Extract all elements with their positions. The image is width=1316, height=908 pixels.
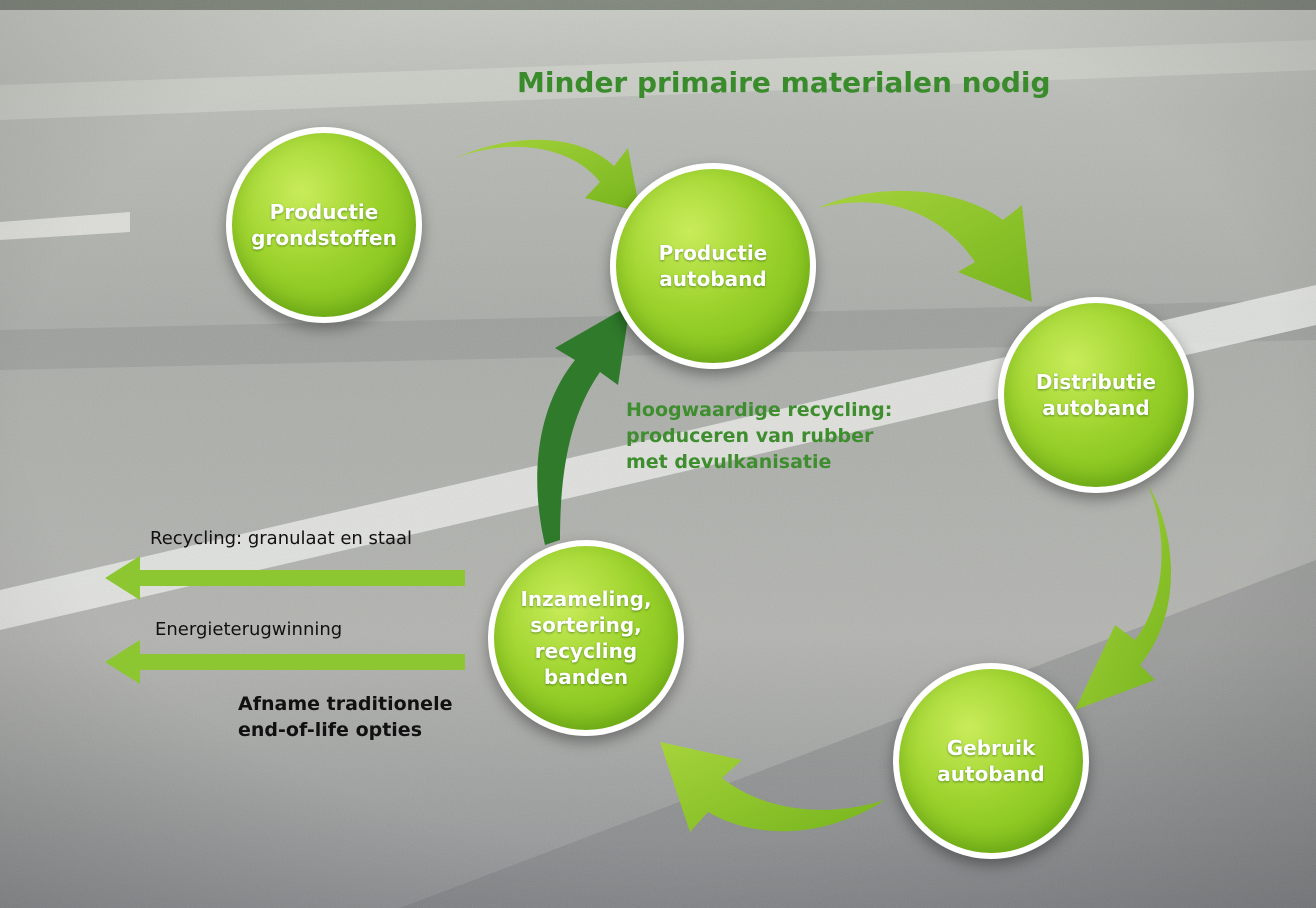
node-distributie-autoband: Distributie autoband <box>998 297 1194 493</box>
arrow-distributie-to-gebruik <box>1075 485 1172 710</box>
high-value-recycling-text: Hoogwaardige recycling: produceren van r… <box>626 399 893 473</box>
arrow-productie-to-distributie <box>818 190 1032 302</box>
recycling-output-label: Recycling: granulaat en staal <box>150 528 413 549</box>
diagram-title: Minder primaire materialen nodig <box>517 66 1051 99</box>
energy-recovery-label: Energieterugwinning <box>155 619 343 640</box>
arrow-grondstoffen-to-productie <box>455 139 640 212</box>
arrow-energy-out <box>105 640 465 684</box>
node-inzameling: Inzameling, sortering, recycling banden <box>488 540 684 736</box>
node-productie-grondstoffen: Productie grondstoffen <box>226 127 422 323</box>
arrow-recycling-out <box>105 556 465 600</box>
decline-traditional-options-label: Afname traditionele end-of-life opties <box>238 693 453 741</box>
node-label: Productie autoband <box>658 241 768 291</box>
node-label: Inzameling, sortering, recycling banden <box>520 587 652 689</box>
node-label: Distributie autoband <box>1035 370 1157 420</box>
arrow-inzameling-to-productie-dark <box>537 305 630 545</box>
node-label: Productie grondstoffen <box>251 200 397 250</box>
node-productie-autoband: Productie autoband <box>610 163 816 369</box>
node-gebruik-autoband: Gebruik autoband <box>893 663 1089 859</box>
arrow-gebruik-to-inzameling <box>660 742 885 832</box>
node-label: Gebruik autoband <box>937 736 1045 786</box>
